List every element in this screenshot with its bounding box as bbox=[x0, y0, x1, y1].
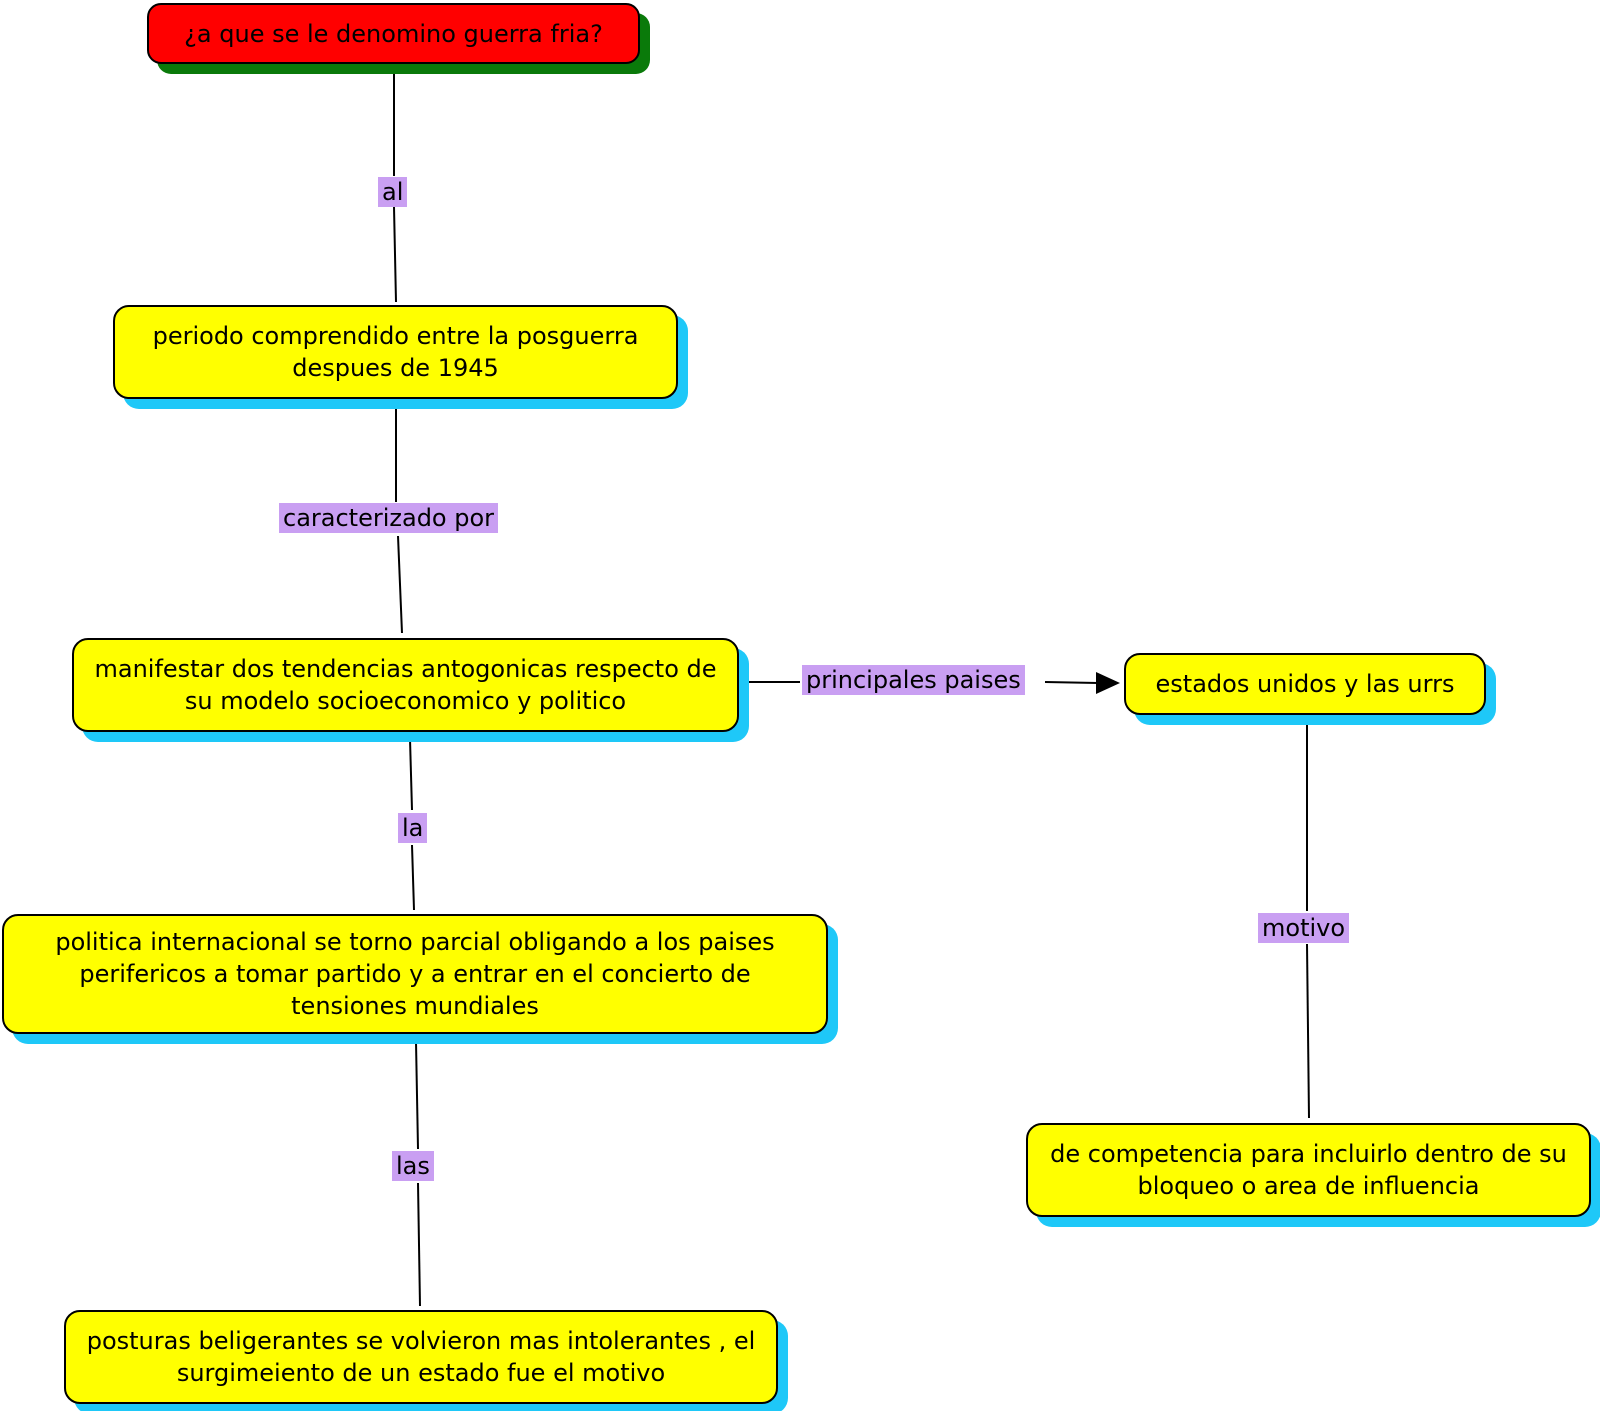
node-manifestar: manifestar dos tendencias antogonicas re… bbox=[72, 638, 739, 732]
line-al-to-periodo bbox=[393, 206, 397, 303]
node-root-text: ¿a que se le denomino guerra fria? bbox=[184, 19, 603, 48]
node-politica-text: politica internacional se torno parcial … bbox=[55, 928, 775, 1020]
node-manifestar-text: manifestar dos tendencias antogonicas re… bbox=[94, 655, 717, 715]
node-estados-text: estados unidos y las urrs bbox=[1155, 670, 1455, 698]
node-posturas-text: posturas beligerantes se volvieron mas i… bbox=[86, 1327, 756, 1387]
line-principales-to-estados bbox=[1044, 681, 1099, 684]
link-label-al: al bbox=[378, 177, 408, 207]
line-caracterizado-to-manifestar bbox=[397, 535, 403, 634]
line-motivo-to-competencia bbox=[1306, 943, 1310, 1119]
line-manifestar-to-la bbox=[409, 738, 413, 811]
node-estados-unidos: estados unidos y las urrs bbox=[1124, 653, 1486, 715]
node-competencia: de competencia para incluirlo dentro de … bbox=[1026, 1123, 1591, 1217]
node-root-question: ¿a que se le denomino guerra fria? bbox=[147, 3, 640, 64]
link-label-principales-paises: principales paises bbox=[802, 665, 1025, 695]
node-periodo: periodo comprendido entre la posguerra d… bbox=[113, 305, 678, 399]
node-posturas: posturas beligerantes se volvieron mas i… bbox=[64, 1310, 778, 1404]
line-politica-to-las bbox=[415, 1041, 419, 1150]
link-label-caracterizado-por: caracterizado por bbox=[279, 503, 499, 533]
node-competencia-text: de competencia para incluirlo dentro de … bbox=[1050, 1140, 1567, 1200]
node-periodo-text: periodo comprendido entre la posguerra d… bbox=[152, 322, 639, 382]
line-las-to-posturas bbox=[417, 1182, 421, 1307]
line-la-to-politica bbox=[411, 844, 415, 911]
arrowhead-to-estados bbox=[1096, 672, 1120, 694]
link-label-las: las bbox=[392, 1151, 434, 1181]
link-label-motivo: motivo bbox=[1258, 913, 1350, 943]
link-label-la: la bbox=[398, 813, 428, 843]
node-politica: politica internacional se torno parcial … bbox=[2, 914, 828, 1034]
